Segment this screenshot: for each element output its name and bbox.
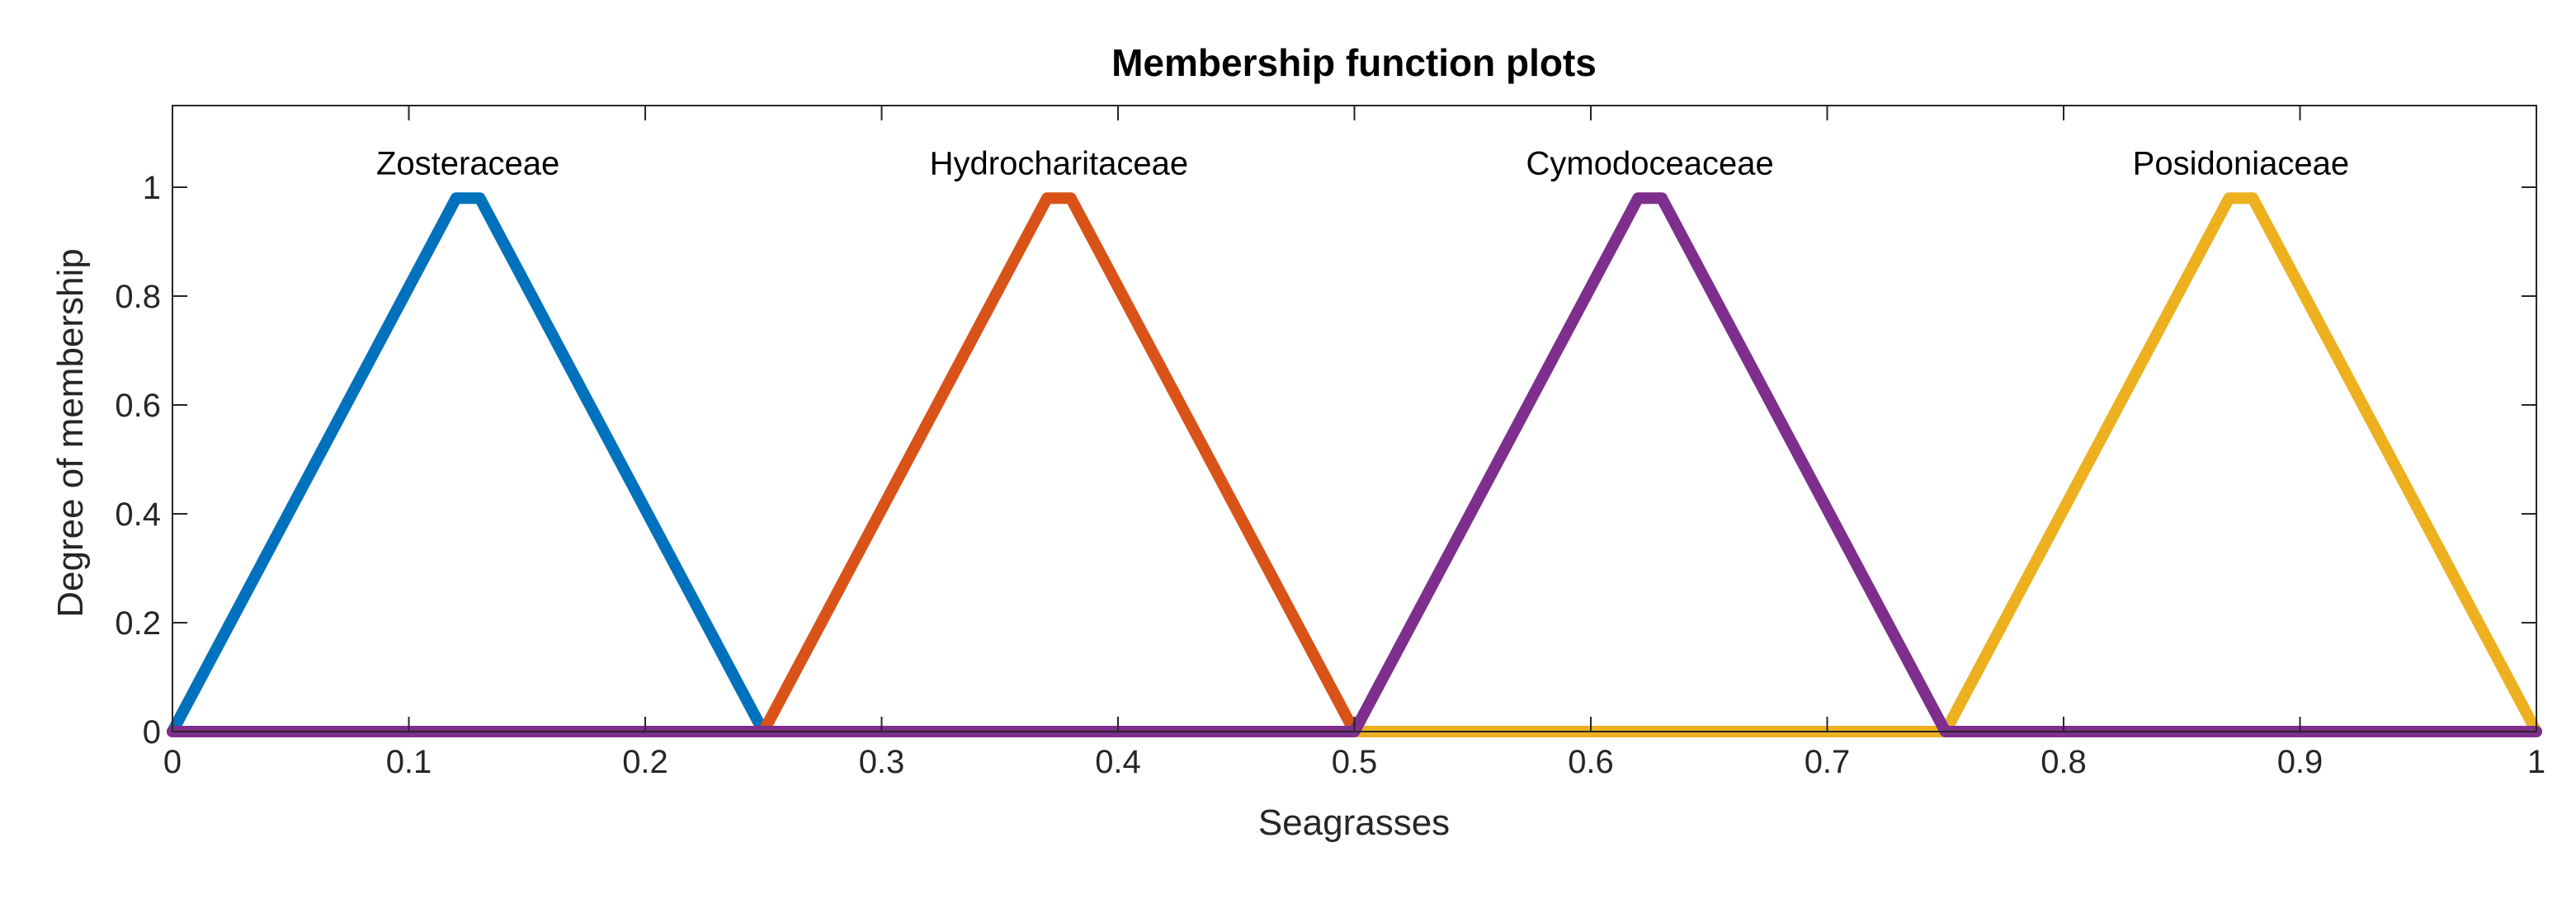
- x-tick-label-7: 0.7: [1805, 744, 1851, 780]
- series-label-posidoniaceae: Posidoniaceae: [2133, 145, 2349, 181]
- series-label-cymodoceaceae: Cymodoceaceae: [1526, 145, 1774, 181]
- y-tick-label-4: 0.8: [115, 279, 161, 315]
- x-tick-label-4: 0.4: [1095, 744, 1141, 780]
- axes-box: [172, 105, 2537, 732]
- x-tick-label-0: 0: [163, 744, 182, 780]
- x-tick-label-3: 0.3: [859, 744, 905, 780]
- chart-title: Membership function plots: [1111, 41, 1597, 84]
- y-axis-label: Degree of membership: [50, 248, 91, 618]
- x-tick-label-1: 0.1: [386, 744, 432, 780]
- series-label-hydrocharitaceae: Hydrocharitaceae: [930, 145, 1189, 181]
- series-label-zosteraceae: Zosteraceae: [376, 145, 559, 181]
- x-axis-label: Seagrasses: [1258, 803, 1450, 843]
- y-tick-label-3: 0.6: [115, 388, 161, 424]
- y-tick-label-1: 0.2: [115, 605, 161, 642]
- x-tick-label-2: 0.2: [622, 744, 668, 780]
- y-tick-label-2: 0.4: [115, 497, 161, 533]
- y-tick-label-5: 1: [143, 170, 161, 206]
- y-tick-label-0: 0: [143, 714, 161, 751]
- plot-area: 0 0.1 0.2 0.3 0.4 0.5 0.6 0.7 0.8 0.9 1 0 0.2 0.4 0.6 0…: [115, 105, 2545, 780]
- x-tick-label-6: 0.6: [1568, 744, 1614, 780]
- x-tick-label-8: 0.8: [2041, 744, 2087, 780]
- x-tick-label-10: 1: [2527, 744, 2545, 780]
- x-tick-label-9: 0.9: [2277, 744, 2324, 780]
- x-tick-label-5: 0.5: [1332, 744, 1378, 780]
